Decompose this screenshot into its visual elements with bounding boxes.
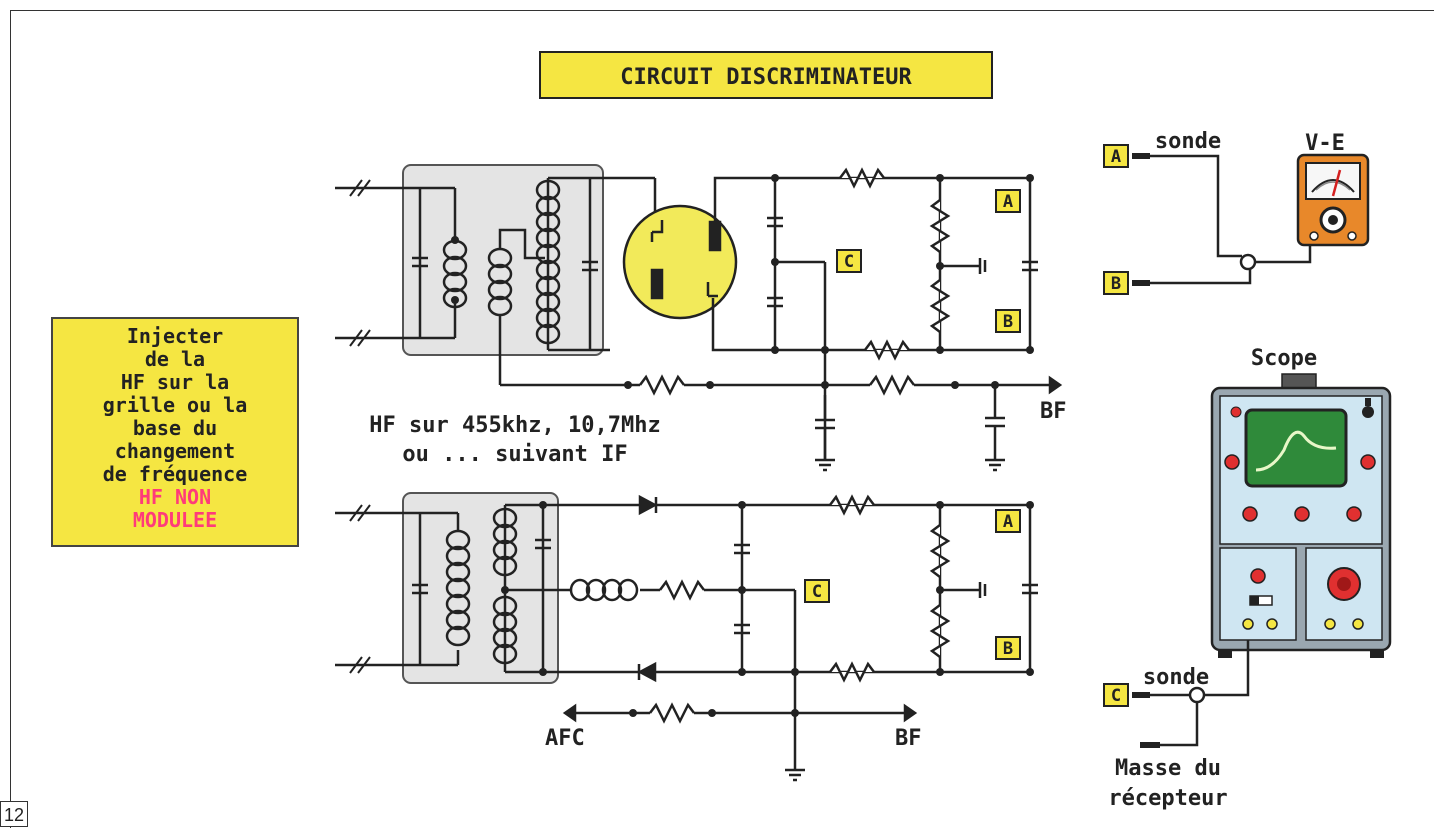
- scope-knobs: [1224, 454, 1376, 522]
- upper-resistor-bottom: [864, 339, 910, 361]
- scope-screen: [1244, 408, 1348, 488]
- lower-diode-top: [638, 494, 658, 516]
- scope-probe-label: sonde: [1143, 665, 1209, 690]
- upper-resistor-top: [839, 167, 885, 189]
- hf-note-line-1: HF sur 455khz, 10,7Mhz: [369, 413, 660, 438]
- svg-text:A: A: [1003, 192, 1013, 212]
- lower-junction-dots: [501, 501, 1034, 717]
- scope-terminal-c: C: [1111, 686, 1121, 706]
- voltmeter-terminal-a: A: [1111, 147, 1121, 167]
- lower-label-a: A: [995, 509, 1021, 533]
- instruction-line-4: grille ou la: [103, 393, 248, 417]
- instruction-line-5: base du: [133, 416, 217, 440]
- hf-note-line-2: ou ... suivant IF: [402, 442, 627, 467]
- voltmeter-body: [1296, 153, 1370, 247]
- scope-waveform: [1255, 430, 1337, 472]
- afc-label: AFC: [545, 726, 585, 751]
- upper-bf-label: BF: [1040, 399, 1067, 424]
- upper-label-c: C: [836, 249, 862, 273]
- upper-label-b: B: [995, 309, 1021, 333]
- instruction-warning-1: HF NON: [139, 485, 211, 509]
- scope-name: Scope: [1251, 346, 1317, 371]
- lower-bf-label: BF: [895, 726, 922, 751]
- upper-label-a: A: [995, 189, 1021, 213]
- lower-rf-choke: [569, 578, 639, 602]
- svg-text:B: B: [1003, 312, 1013, 332]
- scope-ground-label-1: Masse du: [1115, 756, 1221, 781]
- page-number: 12: [0, 801, 28, 827]
- lower-primary-coil: [445, 529, 471, 647]
- upper-secondary-coil: [535, 179, 561, 345]
- voltmeter-probe-label: sonde: [1155, 129, 1221, 154]
- title-text: CIRCUIT DISCRIMINATEUR: [620, 65, 912, 90]
- upper-discriminator-circuit: [335, 164, 1063, 472]
- title-box: CIRCUIT DISCRIMINATEUR: [539, 51, 993, 99]
- svg-text:C: C: [812, 582, 822, 602]
- lower-secondary-coil: [492, 507, 518, 665]
- lower-discriminator-circuit: [335, 492, 1038, 782]
- upper-junction-dots: [451, 174, 1034, 389]
- svg-text:C: C: [844, 252, 854, 272]
- scope-ground-label-2: récepteur: [1108, 786, 1227, 811]
- instruction-warning-2: MODULEE: [133, 508, 217, 532]
- lower-transformer-shield: [402, 492, 559, 684]
- oscilloscope-setup: Scope sonde C: [1103, 346, 1392, 811]
- svg-text:A: A: [1003, 512, 1013, 532]
- lower-label-c: C: [804, 579, 830, 603]
- figure-frame: [10, 10, 1434, 828]
- upper-tertiary-coil: [487, 247, 513, 317]
- instruction-line-2: de la: [145, 347, 205, 371]
- lower-label-b: B: [995, 636, 1021, 660]
- instruction-box: Injecter de la HF sur la grille ou la ba…: [51, 317, 299, 547]
- instruction-line-7: de fréquence: [103, 462, 248, 486]
- instruction-line-1: Injecter: [127, 324, 223, 348]
- upper-transformer-shield: [402, 164, 604, 356]
- voltmeter-name: V-E: [1305, 131, 1345, 156]
- instruction-line-6: changement: [115, 439, 235, 463]
- voltmeter-terminal-b: B: [1111, 274, 1121, 294]
- voltmeter-setup: V-E sonde A B: [1103, 129, 1370, 295]
- instruction-line-3: HF sur la: [121, 370, 229, 394]
- lower-diode-bottom: [637, 661, 657, 683]
- svg-text:B: B: [1003, 639, 1013, 659]
